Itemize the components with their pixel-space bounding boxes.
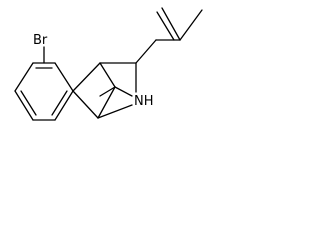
vinyl-double-bond-outer xyxy=(161,7,181,41)
bromine-label: Br xyxy=(33,33,48,48)
ring-inner-double-bond-left xyxy=(20,90,37,116)
methallyl-side-chain xyxy=(135,7,203,64)
methano-bridge-bottom xyxy=(97,86,116,119)
benzene-ring xyxy=(14,62,74,121)
amine-label: NH xyxy=(134,94,154,109)
side-chain-bond-3 xyxy=(179,9,203,41)
bridgehead-bottom-bond xyxy=(72,90,99,119)
vinyl-double-bond-inner xyxy=(156,11,175,41)
methano-bridge-top xyxy=(99,62,116,88)
bridged-ring xyxy=(72,62,137,119)
side-chain-bond-1 xyxy=(135,39,157,64)
methyl-bond-right xyxy=(114,86,133,97)
methyl-bond-left xyxy=(99,86,116,97)
ring-bond-right-lower xyxy=(54,90,74,121)
gem-dimethyl-group xyxy=(99,86,133,97)
ring-bond-left-upper xyxy=(14,62,34,92)
bridgehead-top-bond xyxy=(72,62,101,92)
ring-inner-double-bond-right xyxy=(51,90,68,116)
molecule-structure-diagram: Br NH xyxy=(14,7,203,121)
amine-to-bridgehead-bond xyxy=(97,104,133,119)
ring-bond-left-lower xyxy=(14,90,34,121)
ring-bond-right-upper xyxy=(54,62,74,92)
